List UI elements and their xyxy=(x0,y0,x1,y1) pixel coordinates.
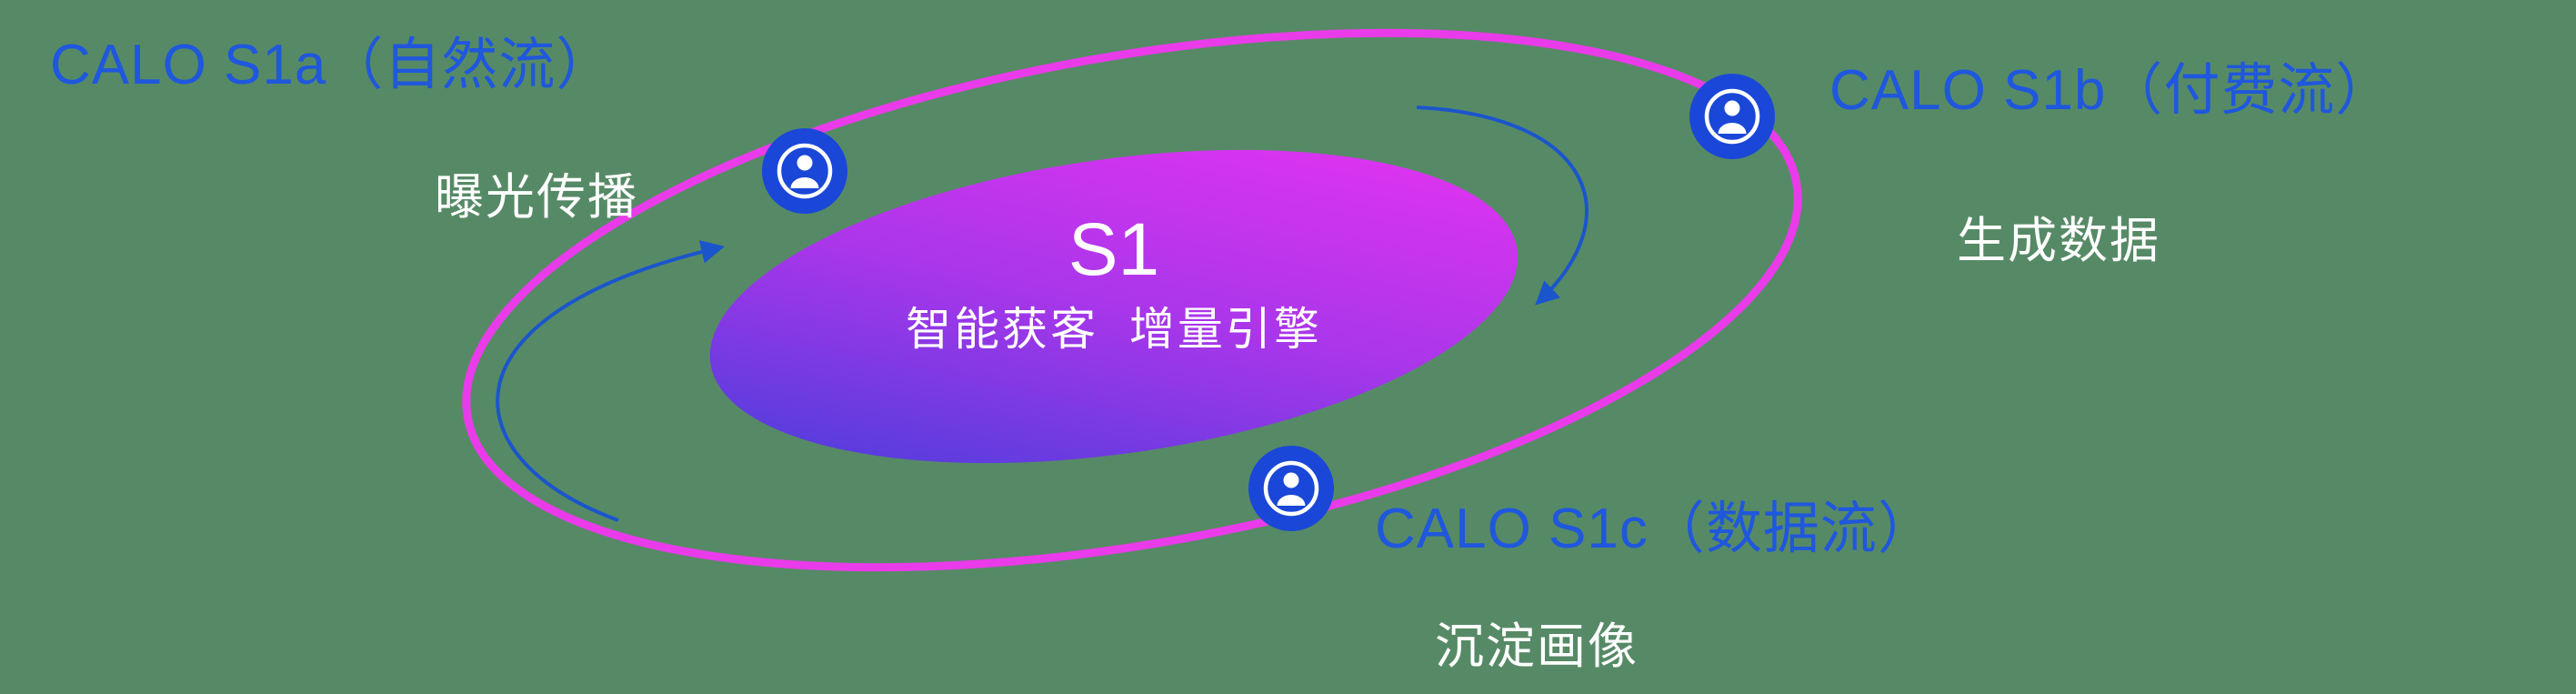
core-title: S1 xyxy=(1067,208,1160,291)
core-ellipse xyxy=(709,149,1519,464)
sublabel-calo-s1c: 沉淀画像 xyxy=(1435,619,1639,674)
core-subtitle: 智能获客 增量引擎 xyxy=(906,304,1322,355)
label-calo-s1c: CALO S1c（数据流） xyxy=(1375,498,1935,560)
node-s1a xyxy=(762,128,847,214)
node-s1a-circle xyxy=(762,128,847,214)
sublabel-calo-s1b: 生成数据 xyxy=(1957,214,2160,268)
node-s1c xyxy=(1248,446,1334,531)
node-s1b-circle xyxy=(1689,74,1775,159)
orbit-ring xyxy=(462,28,1802,572)
node-s1b xyxy=(1689,74,1775,159)
flow-arrow-left xyxy=(496,240,726,522)
sublabel-calo-s1a: 曝光传播 xyxy=(435,170,638,225)
label-calo-s1a: CALO S1a（自然流） xyxy=(50,34,614,96)
label-calo-s1b: CALO S1b（付费流） xyxy=(1829,59,2393,122)
node-s1c-circle xyxy=(1248,446,1334,531)
flow-arrow-right xyxy=(1416,106,1589,306)
